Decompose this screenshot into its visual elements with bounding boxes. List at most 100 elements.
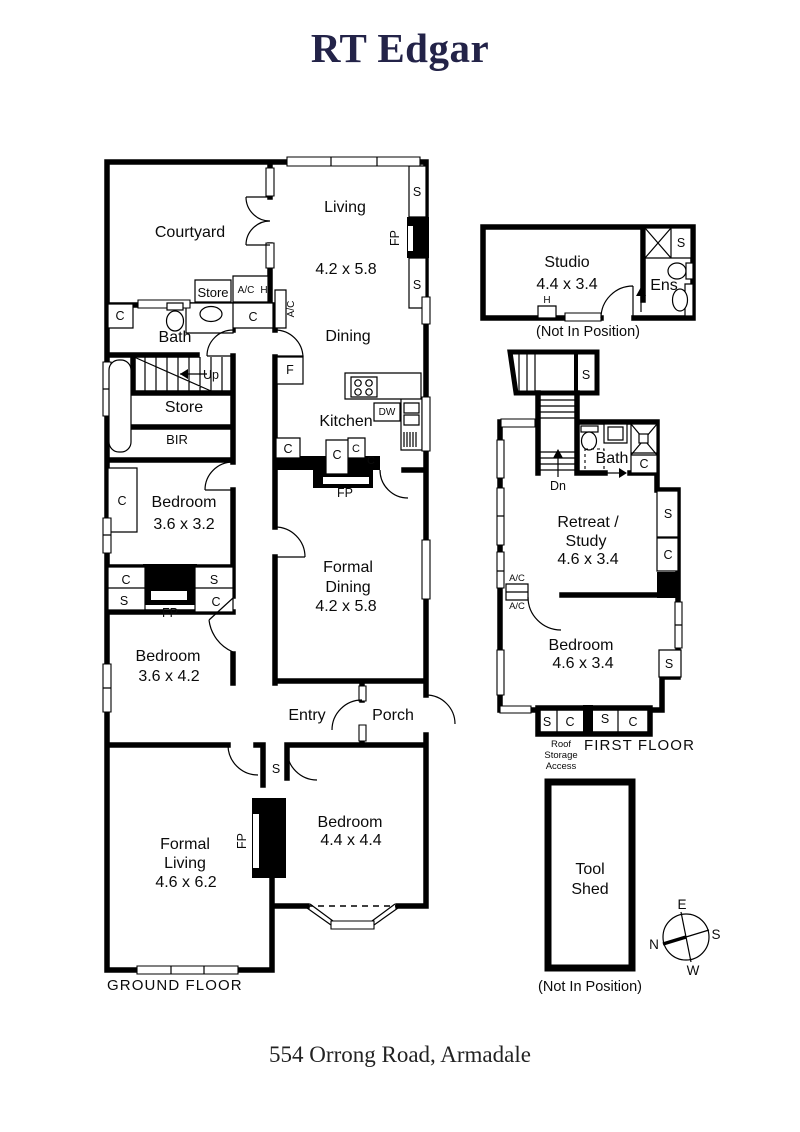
room-label-studio: Studio (544, 254, 589, 271)
room-dims-studio: 4.4 x 3.4 (536, 276, 597, 293)
ff-toilet-icon (580, 431, 598, 451)
room-label-bedroom1: Bedroom (152, 494, 217, 511)
room-label-ff-bath: Bath (596, 450, 629, 467)
ground-floor-plan (102, 156, 456, 975)
marker-fp: FP (337, 486, 353, 500)
marker-dn: Dn (550, 479, 566, 493)
marker-fp: FP (235, 833, 249, 849)
first-floor-label: FIRST FLOOR (584, 737, 695, 754)
studio-basin-icon (671, 288, 689, 312)
tool-shed-outline (544, 778, 636, 972)
room-label-shed-2: Shed (571, 881, 608, 898)
marker-ac: A/C (509, 601, 525, 612)
room-label-retreat-2: Study (566, 533, 607, 550)
room-label-store-top: Store (197, 285, 228, 300)
room-label-courtyard: Courtyard (155, 224, 225, 241)
studio-not-in-position: (Not In Position) (536, 324, 640, 340)
room-dims-formal-dining: 4.2 x 5.8 (315, 598, 376, 615)
marker-c: C (211, 595, 220, 609)
room-dims-bedroom1: 3.6 x 3.2 (153, 516, 214, 533)
studio-plan (480, 224, 696, 322)
room-dims-ff-bedroom: 4.6 x 3.4 (552, 655, 613, 672)
marker-s: S (272, 762, 280, 776)
room-label-dining: Dining (325, 328, 370, 345)
marker-c: C (565, 715, 574, 729)
marker-s: S (120, 594, 128, 608)
marker-s: S (413, 185, 421, 199)
marker-ac: A/C (238, 285, 255, 296)
marker-s: S (665, 657, 673, 671)
room-label-bedroom3: Bedroom (318, 814, 383, 831)
marker-c: C (117, 494, 126, 508)
room-label-kitchen: Kitchen (319, 413, 372, 430)
bay-window-sides (306, 903, 399, 926)
stove-icon (354, 379, 373, 396)
room-label-entry: Entry (288, 707, 325, 724)
room-dims-bedroom2: 3.6 x 4.2 (138, 668, 199, 685)
room-dims-bedroom3: 4.4 x 4.4 (320, 832, 381, 849)
room-label-bath: Bath (159, 329, 192, 346)
marker-c: C (283, 442, 292, 456)
room-label-porch: Porch (372, 707, 414, 724)
room-label-bir: BIR (166, 432, 188, 447)
bathtub (108, 359, 132, 453)
ff-door-arcs (527, 596, 562, 631)
ground-door-arcs (204, 196, 456, 781)
studio-door-arc (600, 285, 634, 319)
property-address: 554 Orrong Road, Armadale (269, 1042, 531, 1067)
ff-black-blocks (583, 572, 680, 734)
toilet-cistern (166, 302, 184, 311)
compass-east: E (677, 897, 686, 912)
marker-s: S (582, 368, 590, 382)
room-label-bedroom2: Bedroom (136, 648, 201, 665)
room-label-formal-living-1: Formal (160, 836, 210, 853)
room-label-shed-1: Tool (575, 861, 604, 878)
marker-c: C (248, 310, 257, 324)
roof-storage-label-2: Storage (544, 750, 577, 761)
ff-window-mullions (497, 515, 682, 626)
marker-fp: FP (162, 606, 178, 620)
first-floor-plan (496, 349, 683, 737)
up-arrow-head (180, 369, 188, 379)
basin-icon (199, 305, 223, 323)
roof-storage-label-3: Access (546, 761, 577, 772)
room-label-living: Living (324, 199, 366, 216)
ff-toilet-cistern (580, 425, 599, 433)
compass-icon (662, 911, 710, 963)
ground-window-mullions (103, 157, 378, 974)
marker-s: S (677, 236, 685, 250)
room-label-store: Store (165, 399, 203, 416)
agency-logo: RT Edgar (310, 25, 490, 71)
marker-c: C (121, 573, 130, 587)
bath-entry-arrow-head (619, 468, 627, 478)
compass-south: S (711, 927, 720, 942)
room-dims-retreat: 4.6 x 3.4 (557, 551, 618, 568)
room-label-retreat-1: Retreat / (557, 514, 619, 531)
marker-s: S (413, 278, 421, 292)
ground-floor-label: GROUND FLOOR (107, 977, 243, 994)
marker-up: Up (203, 368, 219, 382)
ground-stair-treads (133, 356, 223, 392)
marker-s: S (601, 712, 609, 726)
sink-drainer-hatch (403, 432, 417, 447)
room-label-ff-bedroom: Bedroom (549, 637, 614, 654)
compass-west: W (687, 963, 700, 978)
marker-s: S (543, 715, 551, 729)
studio-arrow-head (636, 287, 646, 296)
marker-ac: A/C (286, 301, 297, 318)
marker-fp: FP (388, 230, 402, 246)
studio-window (564, 312, 602, 322)
marker-f: F (286, 363, 294, 377)
marker-c: C (639, 457, 648, 471)
marker-c: C (367, 455, 375, 467)
ff-windows (496, 418, 683, 714)
room-label-formal-living-2: Living (164, 855, 206, 872)
room-label-ens: Ens (650, 277, 678, 294)
room-dims-living: 4.2 x 5.8 (315, 261, 376, 278)
roof-storage-label-1: Roof (551, 739, 571, 750)
shed-not-in-position: (Not In Position) (538, 979, 642, 995)
marker-s: S (210, 573, 218, 587)
marker-c: C (352, 443, 360, 455)
